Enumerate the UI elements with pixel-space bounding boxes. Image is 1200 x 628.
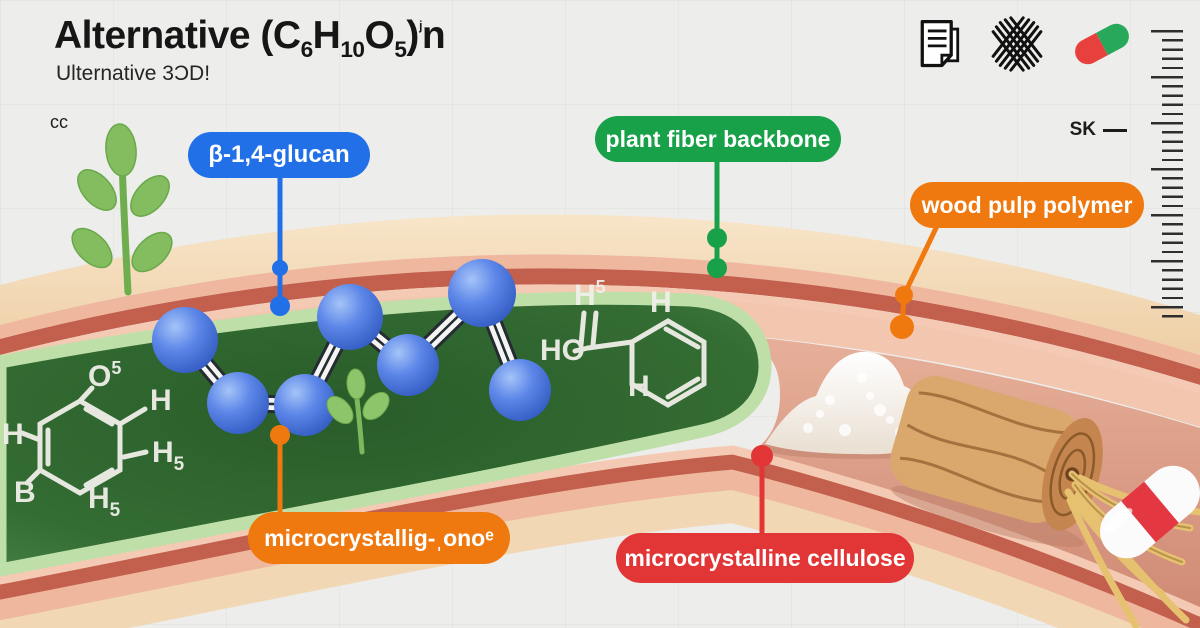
fiber-bundle-icon bbox=[991, 16, 1043, 72]
svg-text:H: H bbox=[628, 370, 650, 403]
ruler-short-ticks bbox=[1162, 30, 1183, 322]
capsule-3d bbox=[1100, 465, 1200, 559]
svg-text:H: H bbox=[150, 384, 172, 417]
label-microcrystalline-cellulose: microcrystalline cellulose bbox=[616, 533, 914, 583]
label-beta-glucan: β-1,4-glucan bbox=[188, 132, 370, 178]
capsule-icon bbox=[1075, 23, 1129, 65]
connector-glucan bbox=[270, 176, 290, 316]
chem-structure-left: O5 H H B H5 H5 bbox=[2, 358, 185, 521]
page-title: Alternative (C6H10O5)ʲn bbox=[54, 14, 446, 62]
label-plant-fiber-backbone: plant fiber backbone bbox=[595, 116, 841, 162]
tube-lower-wall bbox=[0, 445, 1200, 628]
ruler-marker: SK bbox=[1070, 119, 1127, 141]
svg-text:H: H bbox=[650, 286, 672, 319]
plant-sprout bbox=[326, 368, 390, 455]
wood-log bbox=[890, 376, 1103, 548]
svg-text:B: B bbox=[14, 476, 36, 509]
chem-structure-center: H5 HO H H bbox=[540, 277, 707, 408]
connector-wood-pulp bbox=[890, 224, 940, 339]
connector-micro-red bbox=[751, 445, 773, 536]
label-wood-pulp-polymer: wood pulp polymer bbox=[910, 182, 1144, 228]
plant-left bbox=[71, 123, 173, 296]
svg-text:H5: H5 bbox=[574, 277, 606, 312]
svg-text:H5: H5 bbox=[152, 436, 185, 475]
ruler-marker-label: SK bbox=[1069, 119, 1096, 140]
icon-bar bbox=[912, 14, 1138, 74]
corner-note: cc bbox=[50, 112, 68, 132]
svg-text:H: H bbox=[2, 418, 24, 451]
svg-text:HO: HO bbox=[540, 334, 585, 367]
connector-plant-fiber bbox=[707, 160, 727, 278]
document-icon bbox=[920, 19, 960, 68]
ruler-scale bbox=[1151, 30, 1183, 322]
molecule-chain bbox=[152, 259, 551, 436]
svg-text:O5: O5 bbox=[88, 358, 121, 393]
svg-text:H5: H5 bbox=[88, 482, 121, 521]
ruler-marker-dash bbox=[1103, 128, 1127, 132]
page-subtitle: Ulternative 3ƆD! bbox=[56, 62, 211, 85]
label-microcrystalline-orange: microcrystallig-ˌonoᵉ bbox=[248, 512, 510, 564]
connector-micro-orange bbox=[270, 425, 290, 514]
